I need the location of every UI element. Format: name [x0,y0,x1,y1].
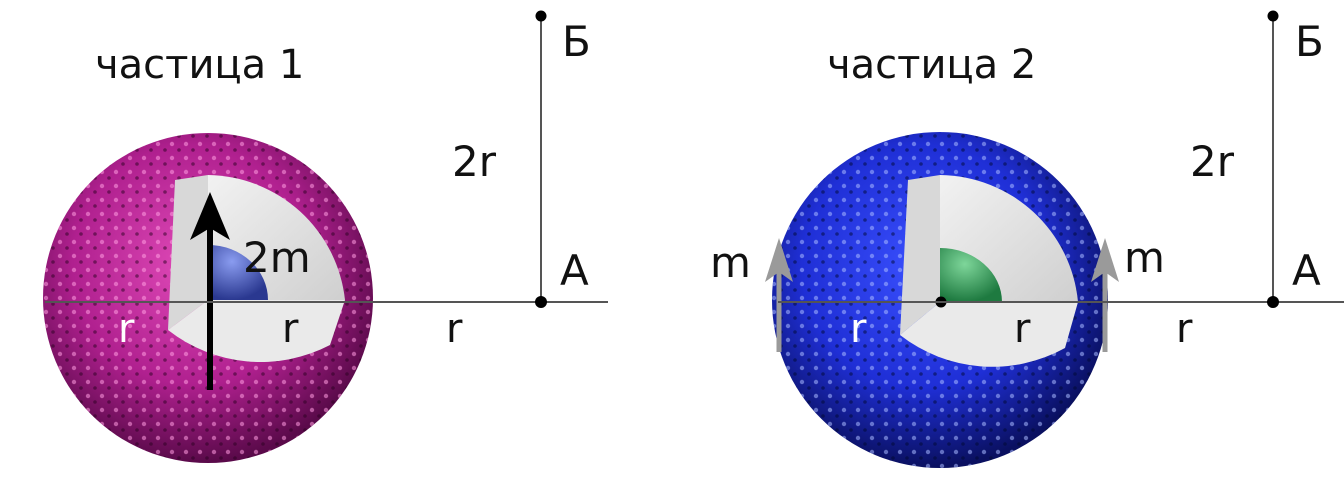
particle-1-point-b-label: Б [562,17,591,66]
particle-1-distance-label: 2r [452,137,497,186]
particle-1-point-a-label: А [560,246,589,295]
particle-1-point-b-dot [535,10,547,22]
particle-2-moment-left-label: m [710,238,751,287]
particle-1-r-outside: r [446,306,463,352]
particle-2-distance-label: 2r [1190,137,1235,186]
particle-2-r-outside: r [1176,306,1193,352]
particle-2-moment-arrow-left [765,238,793,352]
particle-2-point-a-dot [1267,296,1279,308]
particle-2-r-inner-left: r [850,306,867,352]
particle-2-point-b-label: Б [1295,17,1324,66]
particle-1: частица 1 2m Б А 2r r r r [43,10,608,463]
particle-2-point-b-dot [1267,10,1279,22]
particle-2-point-a-label: А [1292,246,1321,295]
particle-1-moment-label: 2m [243,233,311,282]
particle-1-moment-arrow [190,192,230,390]
particle-2: частица 2 m m Б [710,10,1344,468]
particle-1-point-a-dot [535,296,547,308]
particle-2-core [940,248,1002,302]
particle-1-title: частица 1 [95,42,304,88]
particle-2-title: частица 2 [827,42,1036,88]
particle-1-core [208,245,268,300]
particle-2-r-inner-right: r [1014,306,1031,352]
particle-1-r-inner-right: r [282,306,299,352]
particle-2-moment-right-label: m [1124,233,1165,282]
particle-2-moment-arrow-right [1091,238,1119,352]
particle-1-r-inner-left: r [118,306,135,352]
